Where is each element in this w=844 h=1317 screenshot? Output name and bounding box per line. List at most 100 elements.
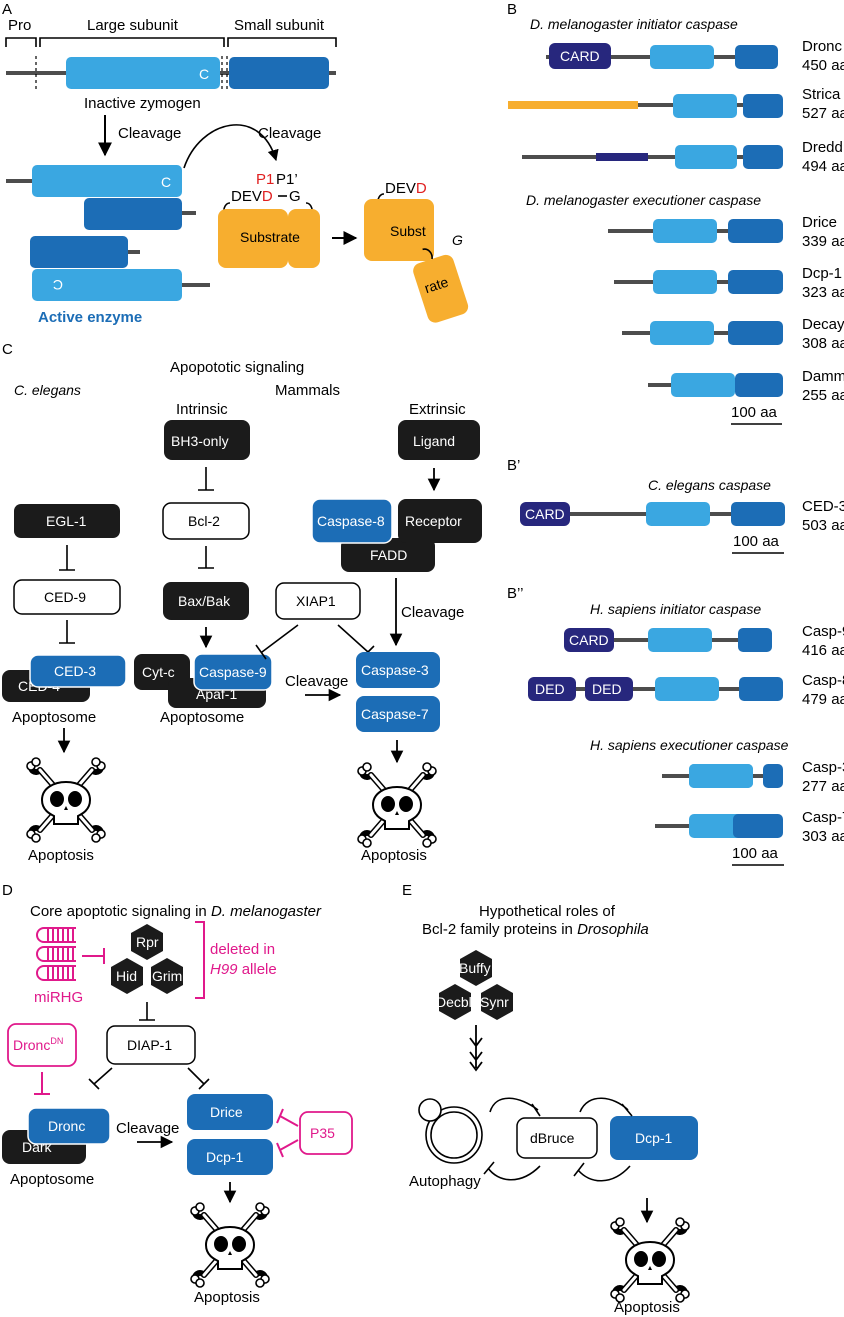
rpr-node <box>131 924 163 960</box>
svg-text:DIAP-1: DIAP-1 <box>127 1037 172 1053</box>
c-mammals-label: Mammals <box>275 382 340 399</box>
skull-icon <box>27 758 105 842</box>
panel-label-c: C <box>2 341 13 358</box>
bh3-only-node <box>164 420 250 460</box>
buffy-node <box>460 950 492 986</box>
panel-c: C Apopototic signaling C. elegans Mammal… <box>2 341 482 864</box>
inactive-zymogen-label: Inactive zymogen <box>84 95 201 112</box>
hairpin-icon <box>36 946 77 962</box>
ced3-name: CED-3 <box>802 498 844 515</box>
xiap1-node <box>275 582 361 620</box>
svg-text:Decbl: Decbl <box>436 994 472 1010</box>
autophagy-label: Autophagy <box>409 1173 481 1190</box>
c-extrinsic-label: Extrinsic <box>409 401 466 418</box>
fadd-node <box>341 538 435 572</box>
dronc-node <box>27 1107 111 1145</box>
casp3-name: Casp-3 <box>802 759 844 776</box>
panel-b-prime: B’ C. elegans caspase CARD CED-3 503 aa … <box>507 457 844 554</box>
domain-brackets <box>5 37 337 47</box>
svg-text:Synr: Synr <box>480 994 509 1010</box>
caspase8-node <box>311 498 393 544</box>
dcp1-length: 323 aa <box>802 284 844 301</box>
d-title: Core apoptotic signaling in D. melanogas… <box>30 903 322 920</box>
svg-text:Caspase-3: Caspase-3 <box>361 662 429 678</box>
caspase7-node <box>356 696 440 732</box>
svg-text:Buffy: Buffy <box>459 960 491 976</box>
active-small-subunit-bottom <box>30 236 128 268</box>
apoptosis-label-d: Apoptosis <box>194 1289 260 1306</box>
panel-label-a: A <box>2 1 12 18</box>
svg-text:rate: rate <box>422 273 450 296</box>
caspase9-node <box>193 653 273 691</box>
panel-b-double-prime: B’’ H. sapiens initiator caspase CARD Ca… <box>507 585 844 866</box>
deleted-label-2: H99 allele <box>210 961 277 978</box>
receptor-node <box>398 499 482 543</box>
e-dcp1-node <box>610 1116 698 1160</box>
svg-text:Drice: Drice <box>210 1104 243 1120</box>
drice-name: Drice <box>802 214 837 231</box>
svg-text:CED-3: CED-3 <box>54 663 96 679</box>
svg-text:XIAP1: XIAP1 <box>296 593 336 609</box>
ced9-node <box>13 579 121 615</box>
bpp-scale-label: 100 aa <box>732 845 779 862</box>
grim-node <box>151 958 183 994</box>
svg-text:CARD: CARD <box>525 506 565 522</box>
diap1-node <box>106 1025 196 1065</box>
svg-text:DED: DED <box>535 681 565 697</box>
casp7-length: 303 aa <box>802 828 844 845</box>
svg-text:EGL-1: EGL-1 <box>46 513 87 529</box>
p1-prime-label: P1’ <box>276 171 298 188</box>
dredd-name: Dredd <box>802 139 843 156</box>
svg-text:Caspase-9: Caspase-9 <box>199 664 267 680</box>
apoptosome-label-2: Apoptosome <box>160 709 244 726</box>
active-large-subunit-bottom <box>32 269 182 301</box>
c-title: Apopototic signaling <box>170 359 304 376</box>
p35-node <box>299 1111 353 1155</box>
casp9-length: 416 aa <box>802 642 844 659</box>
small-subunit-label: Small subunit <box>234 17 325 34</box>
panel-e: E Hypothetical roles of Bcl-2 family pro… <box>402 882 698 1316</box>
dronc-length: 450 aa <box>802 57 844 74</box>
ced3-length: 503 aa <box>802 517 844 534</box>
apoptosis-label-e: Apoptosis <box>614 1299 680 1316</box>
svg-text:Ligand: Ligand <box>413 433 455 449</box>
svg-text:DED: DED <box>592 681 622 697</box>
dronc-card <box>549 43 611 69</box>
svg-text:Rpr: Rpr <box>136 934 159 950</box>
pro-label: Pro <box>8 17 31 34</box>
panel-a: A Pro Large subunit Small subunit C Inac… <box>2 1 469 326</box>
dcp1-node <box>187 1139 273 1175</box>
hid-node <box>111 958 143 994</box>
svg-text:Dcp-1: Dcp-1 <box>635 1130 673 1146</box>
bcl2-node <box>162 502 250 540</box>
cleaved-substrate-left <box>364 199 434 261</box>
e-title-2: Bcl-2 family proteins in Drosophila <box>422 921 649 938</box>
double-arrow <box>469 1025 483 1072</box>
hairpin-icon <box>36 927 77 943</box>
svg-text:CARD: CARD <box>569 632 609 648</box>
panel-d: D Core apoptotic signaling in D. melanog… <box>2 882 353 1306</box>
mirhg-label: miRHG <box>34 989 83 1006</box>
cleavage-label-c: Cleavage <box>285 673 348 690</box>
strica-prodomain <box>508 101 638 109</box>
cleavage-label-d: Cleavage <box>401 604 464 621</box>
small-subunit-domain <box>229 57 329 89</box>
apoptosome-label-1: Apoptosome <box>12 709 96 726</box>
apoptosome-label-d: Apoptosome <box>10 1171 94 1188</box>
drice-length: 339 aa <box>802 233 844 250</box>
ced3-node <box>29 654 127 688</box>
svg-text:DroncDN: DroncDN <box>13 1036 63 1053</box>
large-subunit-label: Large subunit <box>87 17 179 34</box>
gly-label: G <box>289 188 301 205</box>
strica-name: Strica <box>802 86 841 103</box>
svg-text:P35: P35 <box>310 1125 335 1141</box>
drice-node <box>187 1094 273 1130</box>
svg-text:Caspase-7: Caspase-7 <box>361 706 429 722</box>
decay-name: Decay <box>802 316 844 333</box>
svg-text:Caspase-8: Caspase-8 <box>317 513 385 529</box>
substrate-right-half <box>288 209 320 268</box>
cleavage-curved-arrow <box>183 124 279 169</box>
svg-text:Dcp-1: Dcp-1 <box>206 1149 244 1165</box>
casp9-name: Casp-9 <box>802 623 844 640</box>
cleaved-substrate-right: rate <box>413 248 469 323</box>
